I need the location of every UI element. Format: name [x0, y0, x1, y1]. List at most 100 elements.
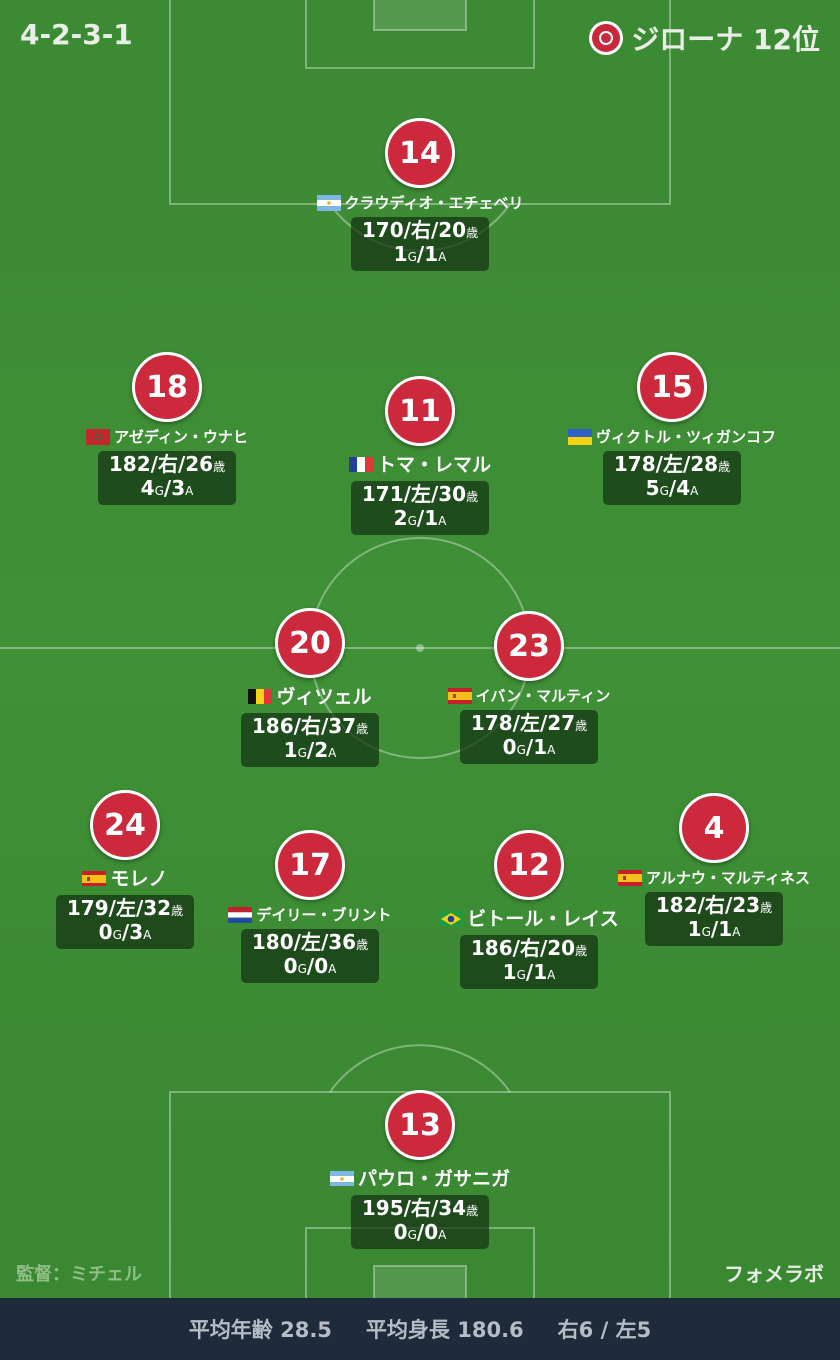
goals-unit: G	[297, 962, 307, 976]
player-number-badge: 23	[494, 611, 564, 681]
height-foot-age: 179/左/32	[66, 896, 172, 920]
assists-unit: A	[732, 925, 741, 939]
spain-flag-icon	[447, 687, 472, 704]
assists-unit: A	[143, 928, 152, 942]
goals-value: 1	[393, 242, 408, 266]
player-name: トマ・レマル	[376, 454, 491, 476]
player-goals-assists: 4G/3A	[140, 476, 194, 500]
player-name: ヴィクトル・ツィガンコフ	[595, 428, 776, 446]
team-header: ジローナ 12位	[589, 18, 820, 58]
player-number-badge: 20	[275, 608, 345, 678]
team-name-rank: ジローナ 12位	[631, 23, 820, 56]
goals-unit: G	[701, 925, 711, 939]
player-name: モレノ	[110, 868, 168, 890]
height-foot-age: 186/右/37	[251, 714, 357, 738]
age-unit: 歳	[171, 904, 184, 918]
goals-unit: G	[112, 928, 122, 942]
age-unit: 歳	[575, 719, 588, 733]
player-number: 12	[508, 847, 550, 883]
player-name-row: イバン・マルティン	[419, 685, 639, 706]
player-number: 11	[399, 393, 441, 429]
age-unit: 歳	[213, 460, 226, 474]
height-foot-age: 182/右/26	[108, 452, 214, 476]
player-number-badge: 12	[494, 830, 564, 900]
average-age: 平均年齢 28.5	[188, 1318, 332, 1342]
age-unit: 歳	[575, 944, 588, 958]
goals-unit: G	[407, 514, 417, 528]
assists-value: 3	[129, 920, 144, 944]
player-profile-line: 195/右/34歳	[351, 1198, 489, 1222]
player-name: クラウディオ・エチェベリ	[344, 194, 524, 212]
goals-unit: G	[407, 250, 417, 264]
foot-ratio: 右6 / 左5	[557, 1318, 652, 1342]
assists-value: 2	[314, 738, 329, 762]
goals-value: 1	[283, 738, 298, 762]
argentina-flag-icon	[316, 194, 341, 211]
player-goals-assists: 0G/3A	[98, 920, 152, 944]
goals-value: 1	[502, 960, 517, 984]
height-foot-age: 182/右/23	[655, 893, 761, 917]
goals-value: 0	[98, 920, 113, 944]
goals-unit: G	[407, 1228, 417, 1242]
player-goals-assists: 5G/4A	[645, 476, 699, 500]
height-foot-age: 186/右/20	[470, 936, 576, 960]
player-card[interactable]: 24 モレノ 179/左/32歳 0G/3A	[15, 790, 235, 949]
netherlands-flag-icon	[228, 906, 253, 923]
spain-flag-icon	[82, 870, 107, 886]
player-goals-assists: 0G/0A	[283, 954, 337, 978]
height-foot-age: 178/左/28	[613, 452, 719, 476]
assists-unit: A	[690, 484, 699, 498]
player-profile-line: 171/左/30歳	[351, 484, 489, 508]
player-profile-line: 178/左/27歳	[460, 713, 598, 737]
average-height: 平均身長 180.6	[365, 1318, 524, 1342]
morocco-flag-icon	[86, 428, 111, 445]
player-profile-line: 186/右/37歳	[241, 716, 379, 740]
goals-unit: G	[516, 743, 526, 757]
summary-bar: 平均年齢 28.5 平均身長 180.6 右6 / 左5	[0, 1298, 840, 1360]
player-goals-assists: 1G/1A	[393, 242, 447, 266]
player-number-badge: 17	[275, 830, 345, 900]
goals-value: 0	[502, 735, 517, 759]
player-profile-line: 178/左/28歳	[603, 454, 741, 478]
player-profile-line: 182/右/26歳	[98, 454, 236, 478]
player-number-badge: 14	[385, 118, 455, 188]
goals-value: 0	[393, 1220, 408, 1244]
height-foot-age: 195/右/34	[361, 1196, 467, 1220]
height-foot-age: 171/左/30	[361, 482, 467, 506]
player-number-badge: 13	[385, 1090, 455, 1160]
player-number: 18	[146, 369, 188, 405]
assists-value: 1	[424, 242, 439, 266]
player-number-badge: 24	[90, 790, 160, 860]
belgium-flag-icon	[248, 688, 273, 704]
assists-unit: A	[547, 968, 556, 982]
france-flag-icon	[348, 456, 373, 472]
player-name-row: ヴィツェル	[200, 682, 420, 709]
goals-value: 2	[393, 506, 408, 530]
assists-value: 0	[424, 1220, 439, 1244]
assists-value: 1	[533, 735, 548, 759]
age-unit: 歳	[356, 938, 369, 952]
assists-unit: A	[438, 514, 447, 528]
age-unit: 歳	[466, 226, 479, 240]
player-name: パウロ・ガサニガ	[357, 1168, 510, 1190]
player-name-row: ヴィクトル・ツィガンコフ	[562, 426, 782, 447]
